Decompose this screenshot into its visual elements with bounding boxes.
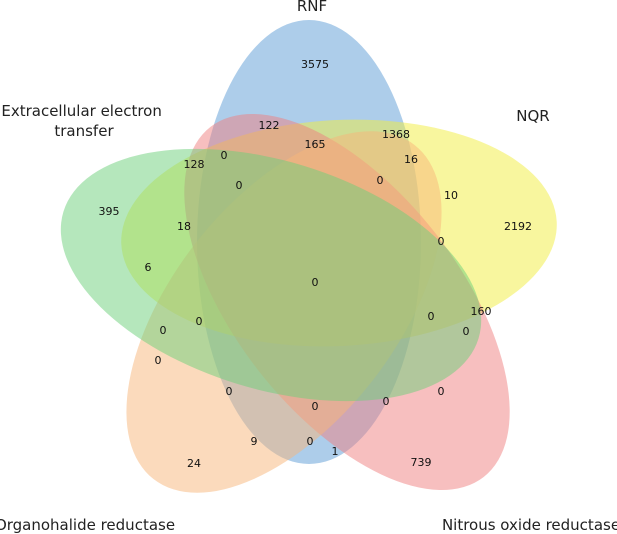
count-nqr-inner-zero-a: 0 <box>377 174 384 187</box>
count-rnf-inner-top: 122 <box>259 119 280 132</box>
count-right-zero-a: 0 <box>428 310 435 323</box>
count-center-all: 0 <box>312 276 319 289</box>
count-lower-zero-b: 0 <box>438 385 445 398</box>
region-counts: 3575 2192 395 739 24 1368 122 165 128 0 … <box>99 58 533 470</box>
eet-label-line-1: Extracellular electron <box>1 102 161 120</box>
extracellular-electron-transfer-set-label: Extracellular electron transfer <box>1 102 166 140</box>
nqr-set-label: NQR <box>516 107 549 125</box>
count-nqr-inner-zero-b: 0 <box>438 235 445 248</box>
count-only-ohr: 24 <box>187 457 201 470</box>
count-only-rnf: 3575 <box>301 58 329 71</box>
count-left-zero-b: 0 <box>160 324 167 337</box>
count-ohr-nos-1: 1 <box>332 445 339 458</box>
nitrous-oxide-reductase-label-line: Nitrous oxide reductase <box>442 516 617 534</box>
rnf-label-line: RNF <box>297 0 327 15</box>
count-rnf-inner-zero-b: 0 <box>236 179 243 192</box>
count-nqr-inner-10: 10 <box>444 189 458 202</box>
count-rnf-nqr: 1368 <box>382 128 410 141</box>
count-only-nos: 739 <box>411 456 432 469</box>
count-nqr-inner-16: 16 <box>404 153 418 166</box>
count-rnf-eet: 128 <box>184 158 205 171</box>
count-rnf-inner-center: 165 <box>305 138 326 151</box>
count-left-zero-c: 0 <box>155 354 162 367</box>
count-lower-zero-d: 0 <box>312 400 319 413</box>
rnf-set-label: RNF <box>297 0 327 15</box>
count-right-zero-b: 0 <box>463 325 470 338</box>
count-eet-nqr-18: 18 <box>177 220 191 233</box>
count-bottom-zero: 0 <box>307 435 314 448</box>
eet-label-line-2: transfer <box>54 122 114 140</box>
organohalide-reductase-label-line: Organohalide reductase <box>0 516 175 534</box>
count-nqr-nos-160: 160 <box>471 305 492 318</box>
nqr-label-line: NQR <box>516 107 549 125</box>
organohalide-reductase-set-label: Organohalide reductase <box>0 516 175 534</box>
count-only-nqr: 2192 <box>504 220 532 233</box>
nitrous-oxide-reductase-set-label: Nitrous oxide reductase <box>442 516 617 534</box>
count-only-eet: 395 <box>99 205 120 218</box>
count-rnf-inner-zero-a: 0 <box>221 149 228 162</box>
count-left-zero-a: 0 <box>196 315 203 328</box>
count-lower-zero-c: 0 <box>383 395 390 408</box>
count-lower-zero-a: 0 <box>226 385 233 398</box>
count-eet-nqr-6: 6 <box>145 261 152 274</box>
count-ohr-rnf-9: 9 <box>251 435 258 448</box>
extracellular-electron-transfer-set-ellipse <box>60 148 482 402</box>
